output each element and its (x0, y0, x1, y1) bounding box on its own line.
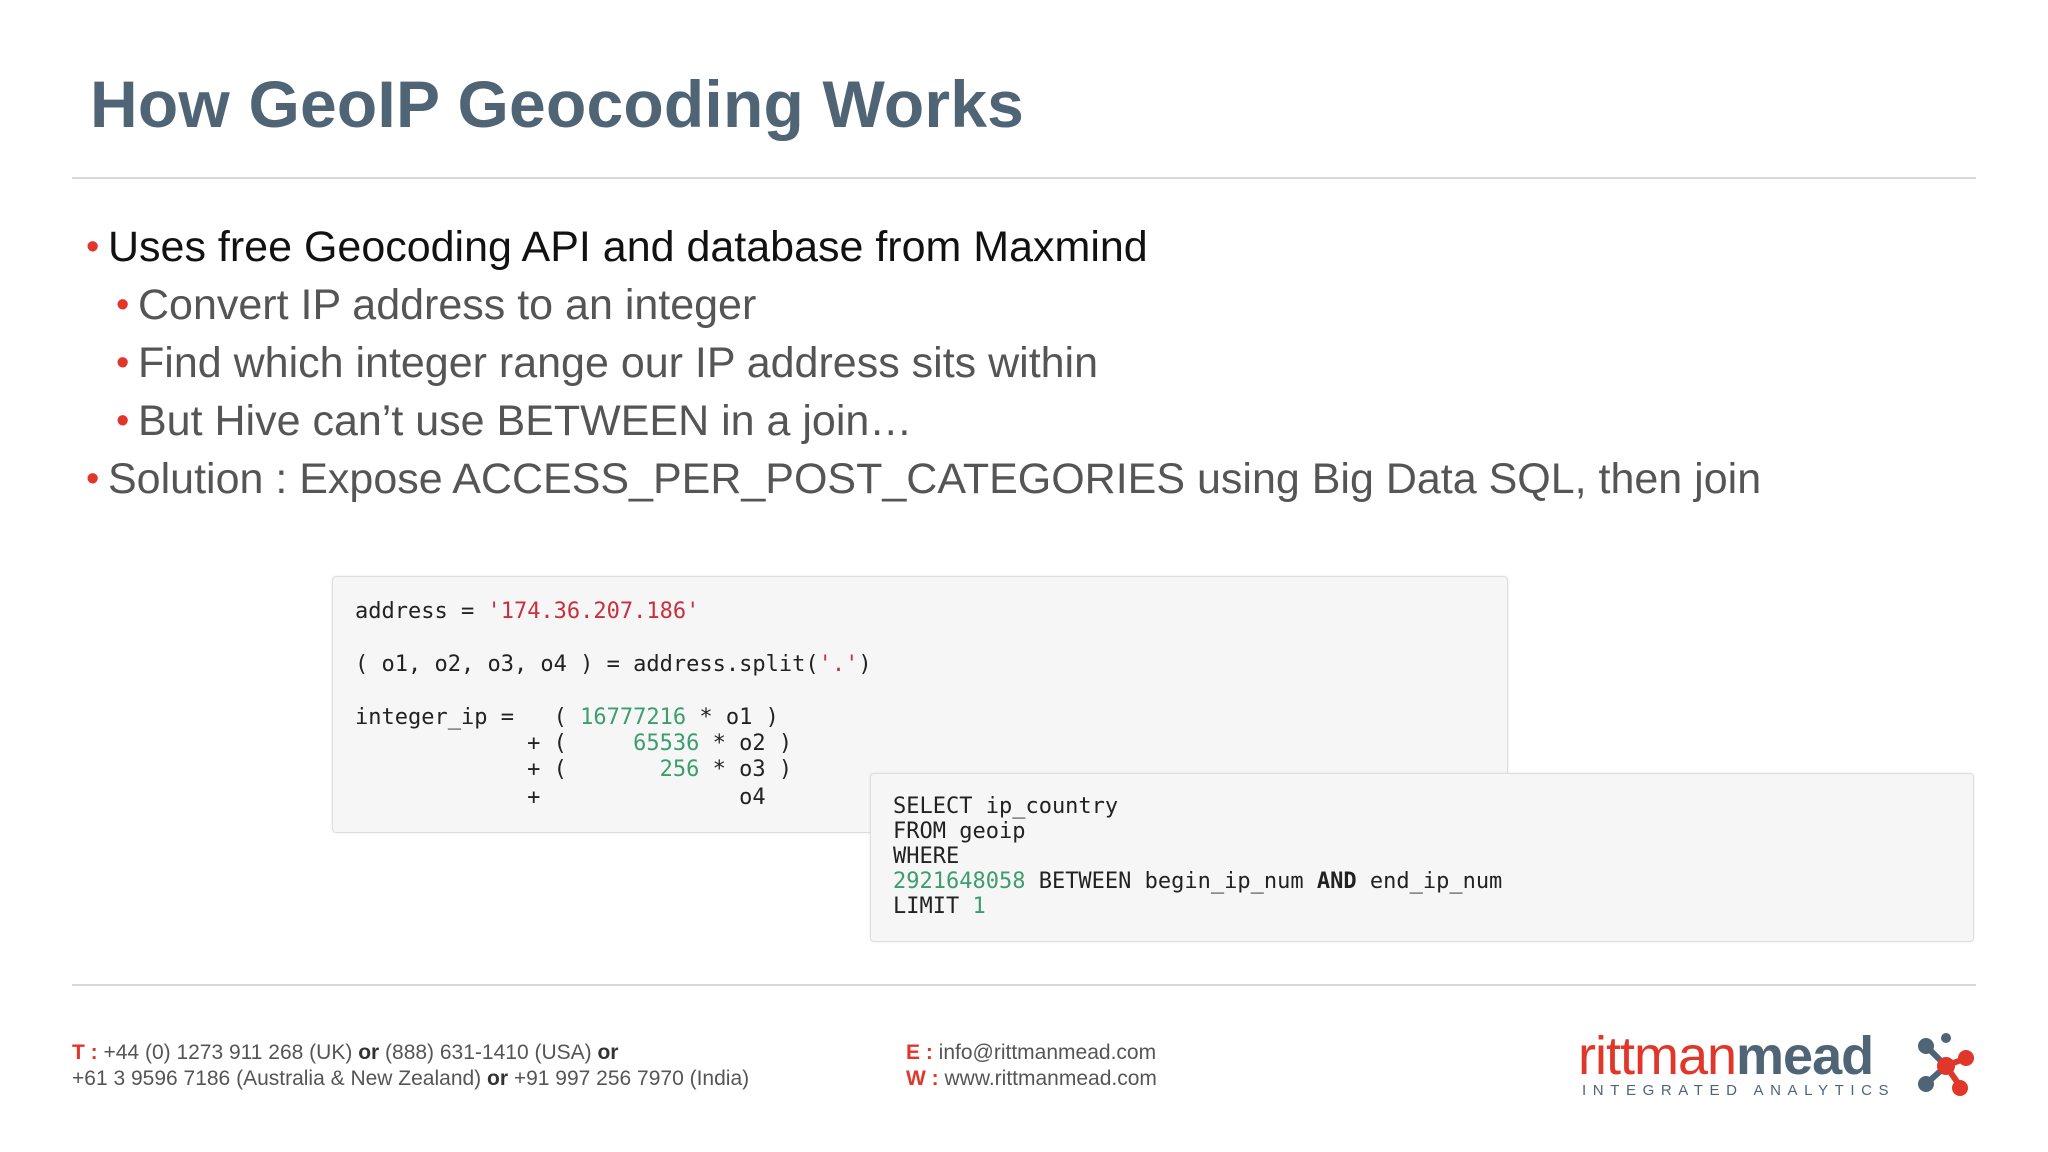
code-line: integer_ip = ( 16777216 * o1 ) (355, 705, 779, 730)
bullet-text: But Hive can’t use BETWEEN in a join… (138, 397, 913, 445)
bullet-icon: • (86, 226, 100, 268)
code-text: ( o1, o2, o3, o4 ) = address.split( (355, 652, 819, 677)
footer-contact: E : info@rittmanmead.com W : www.rittman… (906, 1040, 1157, 1092)
bullet-icon: • (116, 400, 130, 442)
bullet-text: Convert IP address to an integer (138, 281, 757, 329)
code-line: + o4 (355, 785, 766, 810)
phone-in: +91 997 256 7970 (India) (508, 1067, 750, 1090)
code-number: 1 (972, 894, 986, 919)
bullet-icon: • (86, 458, 100, 500)
bullet-text: Uses free Geocoding API and database fro… (108, 223, 1148, 271)
logo-part2: mead (1736, 1026, 1874, 1086)
code-text: * o3 ) (699, 757, 793, 782)
code-line: LIMIT 1 (893, 894, 986, 919)
phone-au: +61 3 9596 7186 (Australia & New Zealand… (72, 1067, 488, 1090)
code-text: * o1 ) (686, 705, 779, 730)
or-text: or (597, 1041, 619, 1064)
web-line: W : www.rittmanmead.com (906, 1066, 1157, 1092)
sql-code-block: SELECT ip_country FROM geoip WHERE 29216… (870, 773, 1974, 942)
bullet-icon: • (116, 284, 130, 326)
code-line: WHERE (893, 844, 960, 869)
or-text: or (487, 1067, 509, 1090)
logo-part1: rittman (1578, 1026, 1737, 1086)
website-link[interactable]: www.rittmanmead.com (938, 1067, 1157, 1090)
bullet-item: •Solution : Expose ACCESS_PER_POST_CATEG… (86, 450, 1986, 508)
code-line: + ( 65536 * o2 ) (355, 731, 792, 756)
slide-title: How GeoIP Geocoding Works (90, 67, 1025, 141)
bullet-item: •But Hive can’t use BETWEEN in a join… (86, 392, 1986, 450)
bullet-text: Find which integer range our IP address … (138, 339, 1099, 387)
code-number: 256 (659, 757, 700, 782)
footer-phone: T : +44 (0) 1273 911 268 (UK) or (888) 6… (72, 1040, 749, 1092)
rittmanmead-logo: rittmanmead INTEGRATED ANALYTICS (1578, 1026, 1978, 1106)
code-number: 2921648058 (893, 869, 1026, 894)
code-text: + ( (355, 757, 660, 782)
code-line: ( o1, o2, o3, o4 ) = address.split('.') (355, 652, 872, 677)
code-string: '.' (818, 652, 859, 677)
footer-divider (72, 984, 1976, 986)
code-line: SELECT ip_country (893, 794, 1119, 819)
code-text: integer_ip = ( (355, 705, 581, 730)
code-line: FROM geoip (893, 819, 1026, 844)
logo-tagline: INTEGRATED ANALYTICS (1582, 1082, 1896, 1099)
bullet-item: •Find which integer range our IP address… (86, 334, 1986, 392)
bullet-item: •Convert IP address to an integer (86, 276, 1986, 334)
code-number: 65536 (633, 731, 700, 756)
code-number: 16777216 (580, 705, 687, 730)
phone-label: T : (72, 1041, 98, 1064)
phone-uk: +44 (0) 1273 911 268 (UK) (97, 1041, 359, 1064)
code-text: BETWEEN begin_ip_num (1025, 869, 1317, 894)
molecule-logo-icon (1918, 1033, 1974, 1096)
code-text: * o2 ) (699, 731, 793, 756)
title-divider (72, 177, 1976, 179)
code-line: 2921648058 BETWEEN begin_ip_num AND end_… (893, 869, 1502, 894)
phone-line-2: +61 3 9596 7186 (Australia & New Zealand… (72, 1066, 749, 1092)
email-label: E : (906, 1041, 933, 1064)
code-keyword: AND (1316, 869, 1357, 894)
code-text: LIMIT (893, 894, 973, 919)
code-text: + ( (355, 731, 634, 756)
email-link[interactable]: info@rittmanmead.com (932, 1041, 1157, 1064)
or-text: or (358, 1041, 380, 1064)
code-text: end_ip_num (1356, 869, 1503, 894)
code-line: + ( 256 * o3 ) (355, 757, 792, 782)
bullet-icon: • (116, 342, 130, 384)
bullet-item: •Uses free Geocoding API and database fr… (86, 218, 1986, 276)
phone-line-1: T : +44 (0) 1273 911 268 (UK) or (888) 6… (72, 1040, 749, 1066)
email-line: E : info@rittmanmead.com (906, 1040, 1157, 1066)
phone-usa: (888) 631-1410 (USA) (379, 1041, 598, 1064)
bullet-list: •Uses free Geocoding API and database fr… (86, 218, 1986, 508)
code-text: + o4 (355, 785, 766, 810)
code-text: ) (858, 652, 872, 677)
code-line: address = '174.36.207.186' (355, 599, 699, 624)
logo-wordmark: rittmanmead (1578, 1026, 1874, 1086)
bullet-text: Solution : Expose ACCESS_PER_POST_CATEGO… (108, 455, 1762, 503)
web-label: W : (906, 1067, 939, 1090)
code-text: address = (355, 599, 488, 624)
code-string: '174.36.207.186' (487, 599, 700, 624)
